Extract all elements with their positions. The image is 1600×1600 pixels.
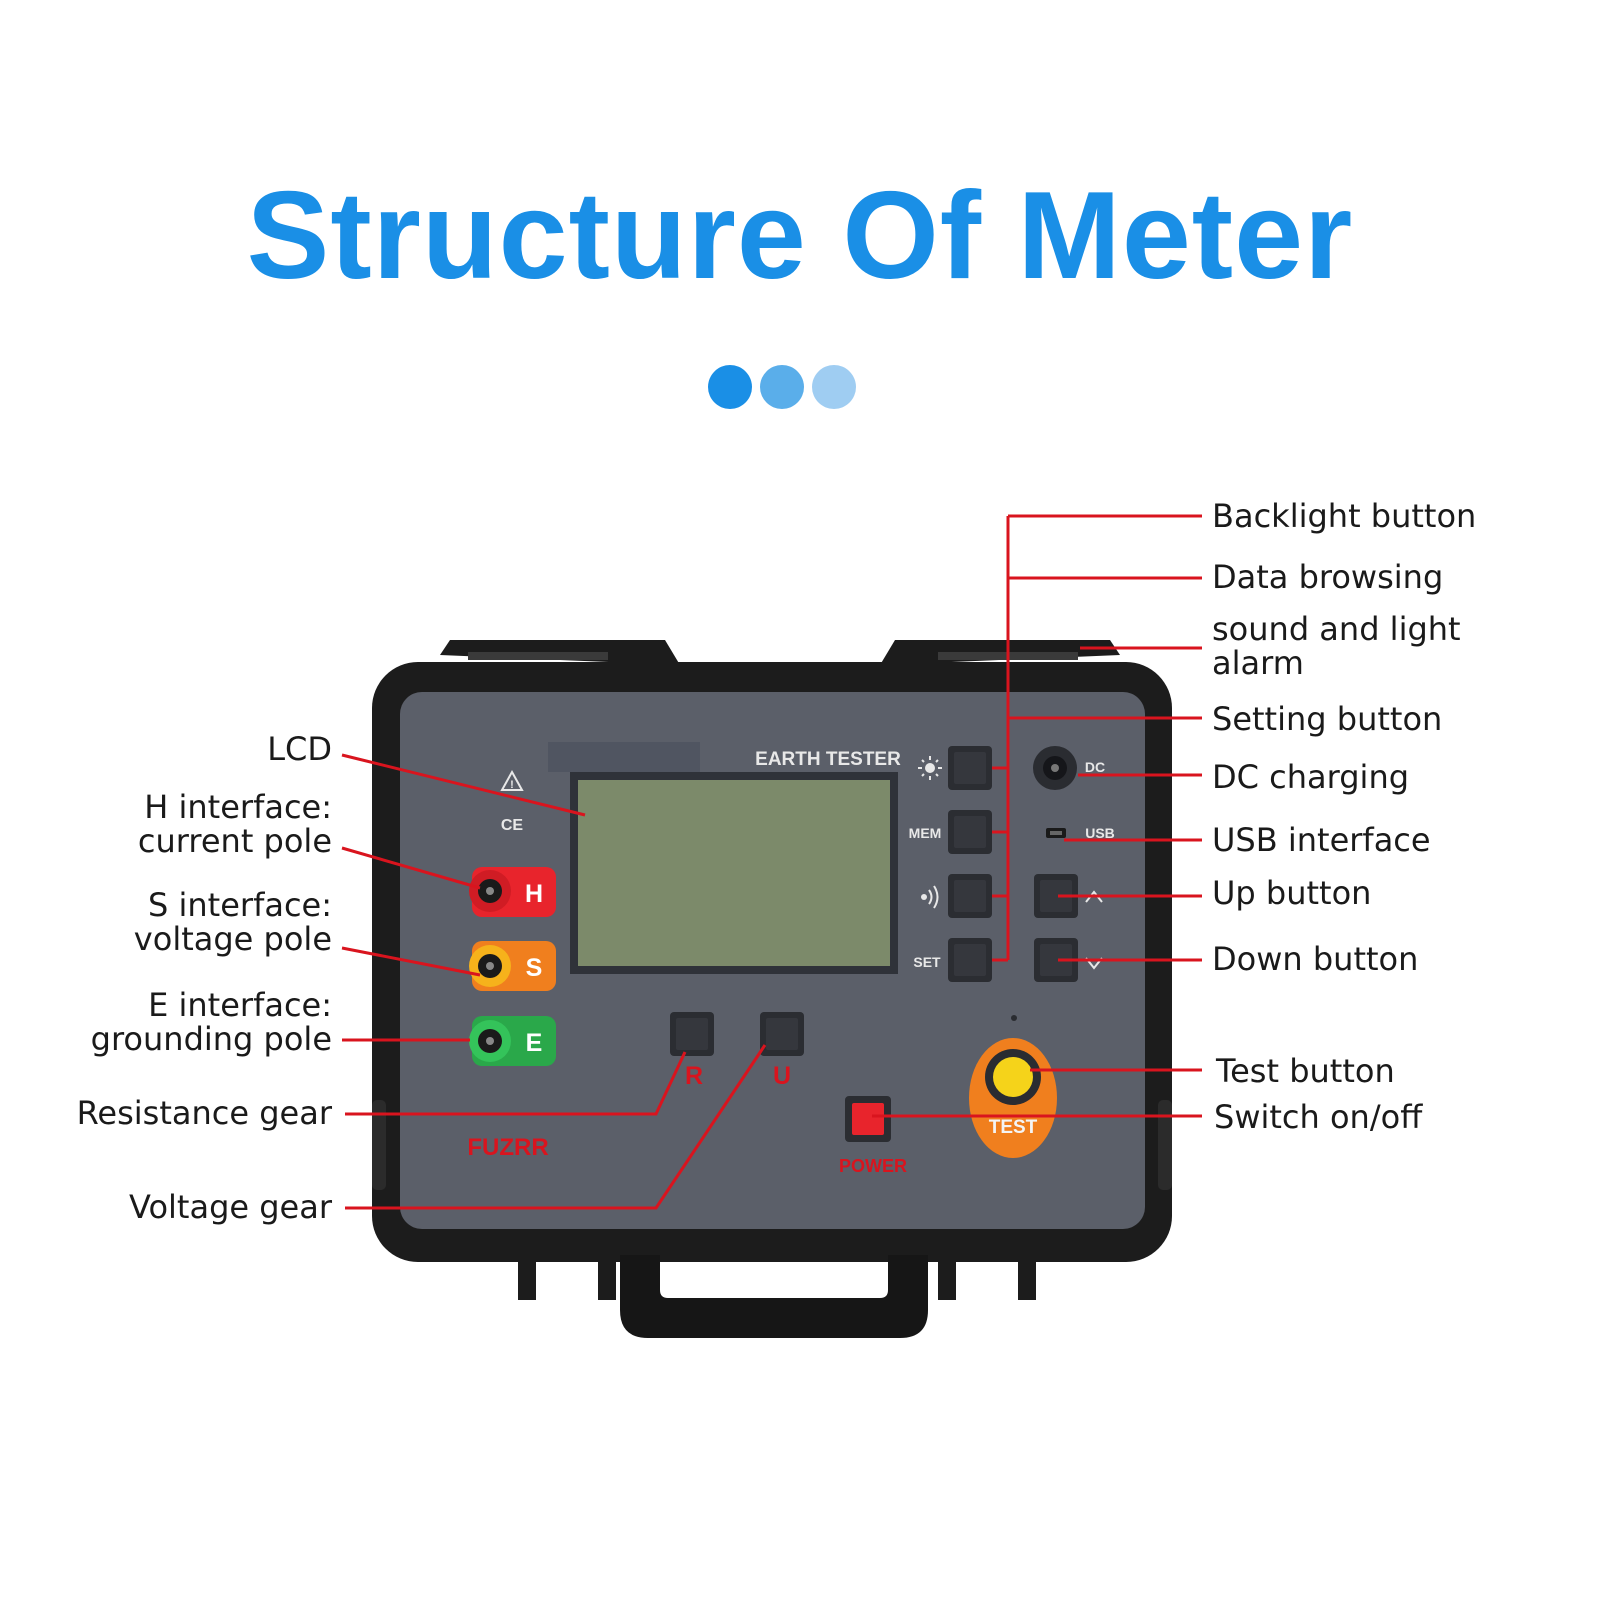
backlight-icon xyxy=(918,756,942,780)
mem-key[interactable] xyxy=(948,810,992,854)
label-data-browsing: Data browsing xyxy=(1212,558,1444,596)
svg-text:!: ! xyxy=(510,779,514,791)
resistance-gear-key[interactable] xyxy=(670,1012,714,1056)
test-button[interactable] xyxy=(969,1038,1057,1158)
usb-port[interactable] xyxy=(1046,828,1066,838)
label-lcd: LCD xyxy=(267,730,332,768)
resistance-gear-letter: R xyxy=(685,1062,703,1090)
leader-voltage xyxy=(345,1044,767,1210)
label-setting-button: Setting button xyxy=(1212,700,1443,738)
usb-port-label: USB xyxy=(1085,825,1115,841)
label-alarm: sound and light alarm xyxy=(1212,610,1461,682)
voltage-gear-key[interactable] xyxy=(760,1012,804,1056)
model-name: EARTH TESTER xyxy=(755,749,901,770)
label-dc-charging: DC charging xyxy=(1212,758,1410,796)
terminal-h-letter: H xyxy=(525,880,543,908)
up-key[interactable] xyxy=(1034,874,1078,918)
label-up-button: Up button xyxy=(1212,874,1372,912)
brand-logo: FUZRR xyxy=(467,1134,548,1161)
terminal-s[interactable]: S xyxy=(469,941,556,991)
voltage-gear-letter: U xyxy=(773,1062,791,1090)
decor-dot-3 xyxy=(812,365,856,409)
decor-dot-2 xyxy=(760,365,804,409)
label-backlight-button: Backlight button xyxy=(1212,497,1477,535)
warning-icon xyxy=(500,769,524,791)
leader-resistance xyxy=(345,1051,687,1116)
label-down-button: Down button xyxy=(1212,940,1419,978)
set-key[interactable] xyxy=(948,938,992,982)
label-switch: Switch on/off xyxy=(1214,1098,1423,1136)
power-button[interactable] xyxy=(845,1096,891,1142)
leader-h xyxy=(341,846,481,890)
label-usb-interface: USB interface xyxy=(1212,821,1431,859)
label-h-interface: H interface: current pole xyxy=(137,788,332,860)
label-voltage-gear: Voltage gear xyxy=(129,1188,332,1226)
dc-port[interactable] xyxy=(1033,746,1077,790)
leader-lines xyxy=(341,514,1202,1210)
label-s-interface: S interface: voltage pole xyxy=(133,886,332,958)
backlight-key[interactable] xyxy=(948,746,992,790)
test-label: TEST xyxy=(989,1117,1038,1138)
page-title: Structure Of Meter xyxy=(246,167,1354,305)
terminal-s-letter: S xyxy=(526,954,543,982)
down-key[interactable] xyxy=(1034,938,1078,982)
terminal-h[interactable]: H xyxy=(469,867,556,917)
leader-lcd xyxy=(341,753,586,817)
set-key-label: SET xyxy=(913,954,941,970)
lcd-screen[interactable] xyxy=(578,780,890,966)
dc-port-label: DC xyxy=(1085,759,1105,775)
mem-key-label: MEM xyxy=(909,825,942,841)
ce-mark-icon: CE xyxy=(501,817,524,834)
label-test-button: Test button xyxy=(1216,1052,1395,1090)
label-resistance-gear: Resistance gear xyxy=(76,1094,332,1132)
decor-dot-1 xyxy=(708,365,752,409)
label-e-interface: E interface: grounding pole xyxy=(90,986,332,1058)
up-arrow-icon xyxy=(1085,890,1103,903)
power-label: POWER xyxy=(839,1156,907,1176)
alarm-key[interactable] xyxy=(948,874,992,918)
terminal-e[interactable]: E xyxy=(469,1016,556,1066)
carry-handle xyxy=(620,1255,928,1338)
terminal-e-letter: E xyxy=(526,1029,543,1057)
sound-icon xyxy=(921,885,939,909)
leader-s xyxy=(341,946,481,977)
